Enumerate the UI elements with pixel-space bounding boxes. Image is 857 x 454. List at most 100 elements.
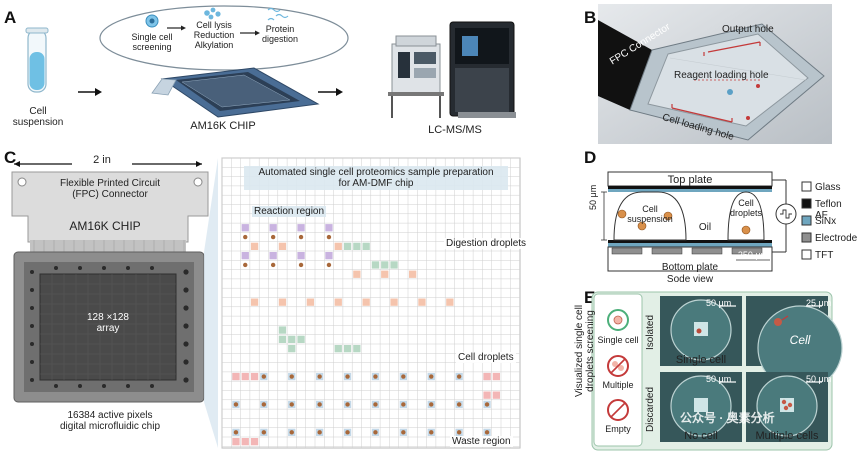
panel-a-graphics — [25, 5, 516, 118]
moving-droplet — [334, 345, 342, 353]
cell-in-droplet — [289, 374, 294, 379]
step-digestion: Protein digestion — [261, 24, 299, 44]
moving-droplet — [381, 261, 389, 269]
micrograph-cell-zoom — [746, 296, 843, 391]
caption-no-cell: No cell — [684, 430, 718, 442]
panel-label-b: B — [584, 8, 597, 27]
multiple-cells-status-icon — [607, 355, 629, 377]
digestion-icon — [267, 7, 289, 21]
width-label: 2 in — [72, 154, 132, 166]
array-label: 128 ×128 array — [87, 312, 129, 334]
digestion-droplet — [250, 242, 259, 250]
legend-electrode: Electrode — [815, 233, 857, 244]
moving-droplet — [371, 261, 380, 269]
reaction-droplet — [269, 252, 277, 260]
oil-label: Oil — [698, 222, 712, 233]
cell-in-droplet — [270, 262, 276, 268]
moving-droplet — [297, 335, 305, 343]
fpc-connector-label-c: Flexible Printed Circuit (FPC) Connector — [59, 178, 161, 200]
cell-in-droplet — [317, 402, 322, 407]
digestion-droplet — [306, 298, 314, 306]
output-hole-label: Output hole — [722, 24, 774, 35]
cell-in-droplet — [317, 374, 322, 379]
step-arrow-1 — [167, 25, 186, 31]
reaction-droplet — [269, 224, 277, 232]
caption-multiple-cells: Multiple cells — [755, 430, 819, 442]
panel-label-c: C — [4, 148, 17, 167]
cell-in-droplet — [326, 234, 332, 240]
cell-in-droplet — [429, 402, 434, 407]
caption-single-cell: Single cell — [675, 354, 727, 366]
cell-in-droplet — [429, 374, 434, 379]
cell-in-droplet — [345, 374, 350, 379]
cell-in-droplet — [289, 402, 294, 407]
icon-label-single: Single cell — [597, 335, 639, 345]
digestion-droplet — [353, 270, 361, 278]
moving-droplet — [353, 345, 361, 353]
cell-in-droplet — [373, 430, 378, 435]
reaction-droplet — [241, 252, 249, 260]
workflow-ellipse — [99, 5, 349, 71]
lc-ms-instrument-image — [388, 21, 516, 118]
cell-in-droplet — [401, 402, 406, 407]
step-single-cell-screening: Single cell screening — [131, 32, 173, 52]
cell-droplets-d-label: Cell droplets — [729, 198, 763, 218]
digestion-droplet — [409, 270, 417, 278]
cell-in-droplet — [261, 374, 267, 379]
legend-tft: TFT — [815, 250, 834, 261]
side-view-label: Sode view — [666, 274, 714, 285]
legend-glass: Glass — [815, 182, 841, 193]
legend-swatches — [801, 181, 812, 260]
legend-teflon: Teflon AF — [815, 199, 842, 221]
panel-e-graphics — [591, 291, 843, 451]
chip-caption: 16384 active pixels digital microfluidic… — [59, 410, 161, 432]
icon-label-multiple: Multiple — [602, 380, 634, 390]
cell-in-droplet — [270, 234, 276, 240]
sample-tube-icon — [25, 27, 49, 93]
panel-label-e: E — [584, 288, 596, 307]
waste-droplet — [232, 372, 240, 381]
scale-bar-label-1: 50 μm — [706, 298, 732, 308]
digestion-droplet — [390, 298, 398, 306]
step-lysis: Cell lysis Reduction Alkylation — [193, 20, 235, 50]
digestion-droplet — [446, 298, 454, 306]
row-label-isolated: Isolated — [645, 314, 656, 350]
screening-side-title: Visualized single cell droplets screenin… — [574, 304, 596, 398]
cell-in-droplet — [429, 430, 434, 435]
waste-droplet — [492, 391, 500, 399]
cell-in-droplet — [401, 374, 406, 379]
cell-in-droplet — [373, 374, 378, 379]
lysis-icon — [204, 7, 221, 20]
micrograph-single-cell — [660, 296, 742, 366]
cell-in-droplet — [326, 262, 332, 268]
reaction-droplet — [297, 252, 305, 260]
tube-label: Cell suspension — [12, 106, 64, 128]
scale-bar-label-3: 50 μm — [706, 374, 732, 384]
moving-droplet — [343, 345, 352, 353]
digestion-droplet — [278, 298, 287, 306]
cell-in-droplet — [289, 430, 294, 435]
empty-status-icon — [607, 399, 629, 421]
flow-arrow-2 — [318, 88, 343, 96]
digestion-droplet — [381, 270, 389, 278]
single-cell-status-icon — [607, 309, 629, 331]
cell-in-droplet — [317, 430, 322, 435]
moving-droplet — [353, 242, 361, 250]
reaction-droplet — [241, 224, 249, 232]
cell-in-droplet — [484, 402, 490, 407]
cell-in-droplet — [233, 402, 239, 407]
cell-in-droplet — [243, 262, 248, 268]
waste-droplet — [250, 372, 259, 381]
moving-droplet — [288, 335, 296, 343]
step-arrow-2 — [240, 30, 260, 36]
flow-arrow-1 — [78, 88, 102, 96]
voltage-source-icon — [772, 179, 797, 253]
digestion-droplet — [278, 242, 287, 250]
cell-in-droplet — [298, 234, 304, 240]
panel-label-d: D — [584, 148, 597, 167]
digestion-droplet — [362, 298, 370, 306]
cell-in-droplet — [345, 430, 350, 435]
scale-bar-label-2: 25 μm — [806, 298, 832, 308]
cell-in-droplet — [298, 262, 304, 268]
cell-in-droplet — [484, 430, 490, 435]
